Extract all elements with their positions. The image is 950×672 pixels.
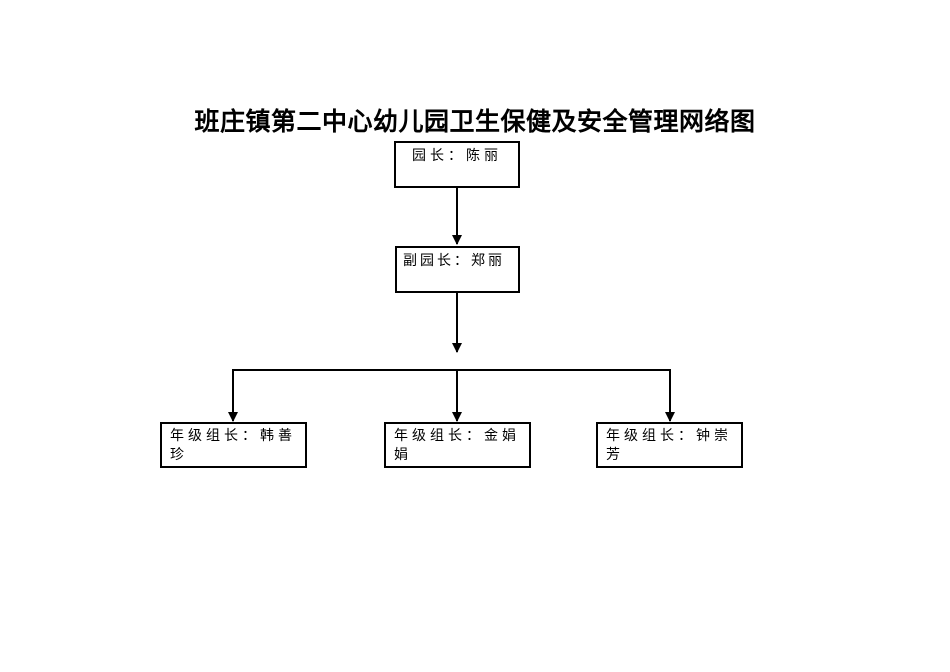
page-title: 班庄镇第二中心幼儿园卫生保健及安全管理网络图	[194, 107, 756, 136]
org-node-grade-leader-3-label: 年级组长：钟崇芳	[606, 428, 732, 463]
org-node-vice-principal-label: 副园长：郑丽	[403, 253, 505, 269]
org-node-principal-label: 园长：陈丽	[412, 148, 502, 164]
org-node-grade-leader-2: 年级组长：金娟娟	[384, 422, 531, 468]
org-node-vice-principal: 副园长：郑丽	[395, 246, 520, 293]
org-node-grade-leader-2-label: 年级组长：金娟娟	[394, 428, 520, 463]
org-node-grade-leader-1: 年级组长：韩善珍	[160, 422, 307, 468]
org-node-grade-leader-1-label: 年级组长：韩善珍	[170, 428, 296, 463]
org-node-principal: 园长：陈丽	[394, 141, 520, 188]
org-node-grade-leader-3: 年级组长：钟崇芳	[596, 422, 743, 468]
